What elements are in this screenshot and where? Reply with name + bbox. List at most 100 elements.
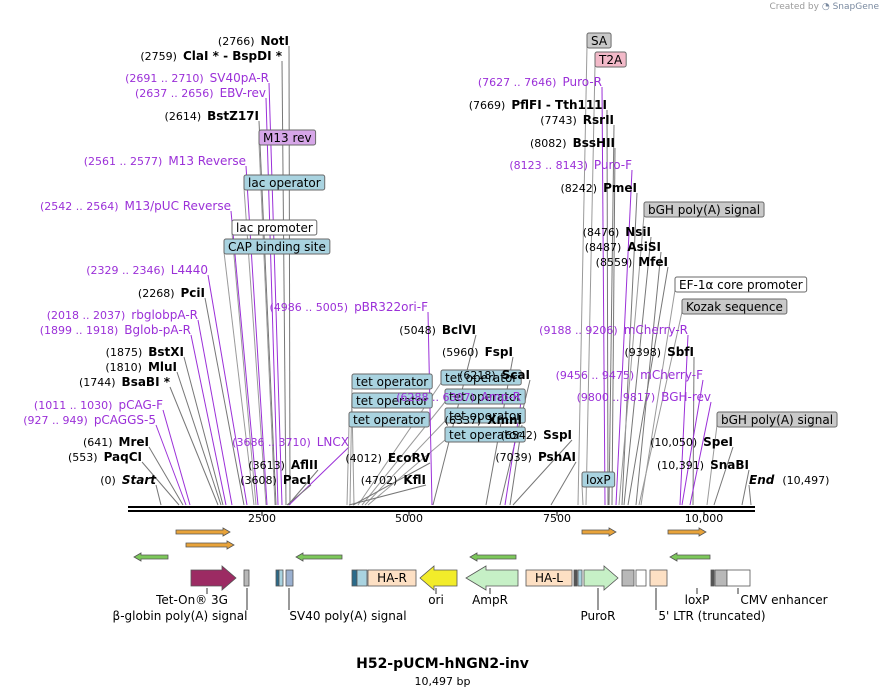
label-lac-promoter[interactable]: lac promoter	[231, 219, 318, 236]
label-bgh-poly-a-signal[interactable]: bGH poly(A) signal	[716, 411, 838, 428]
feature-tet-on-3g[interactable]	[190, 565, 237, 591]
feature-sv40-polya[interactable]	[285, 569, 294, 587]
orf-arrow-7[interactable]	[667, 527, 707, 537]
orf-arrow-1[interactable]	[175, 527, 231, 537]
label-lac-operator[interactable]: lac operator	[243, 174, 326, 191]
label-scai[interactable]: (6218)ScaI	[459, 368, 530, 382]
label-bglob-pa-r[interactable]: (1899 .. 1918)Bglob-pA-R	[40, 323, 191, 337]
label-tet-operator[interactable]: tet operator	[444, 388, 526, 405]
label-noti[interactable]: (2766)NotI	[218, 34, 289, 48]
label-m13-puc-reverse[interactable]: (2542 .. 2564)M13/pUC Reverse	[40, 199, 231, 213]
feature-name-ori[interactable]: ori	[428, 588, 444, 607]
feature-cmv-enhancer[interactable]	[726, 569, 751, 587]
feature-5ltr[interactable]	[649, 569, 668, 587]
feature-loxp-2[interactable]	[710, 569, 715, 587]
feature-ha-l[interactable]	[525, 569, 573, 587]
label-fspi[interactable]: (5960)FspI	[442, 345, 513, 359]
label-sv40pa-r[interactable]: (2691 .. 2710)SV40pA-R	[125, 71, 269, 85]
label-bsabi[interactable]: (1744)BsaBI *	[79, 375, 171, 389]
label-pcii[interactable]: (2268)PciI	[138, 286, 205, 300]
feature-name-globin-poly-a-signal[interactable]: β-globin poly(A) signal	[113, 588, 248, 623]
label-mlui[interactable]: (1810)MluI	[105, 360, 177, 374]
label-bstxi[interactable]: (1875)BstXI	[106, 345, 184, 359]
label-pcag-f[interactable]: (1011 .. 1030)pCAG-F	[34, 398, 163, 412]
label-kfli[interactable]: (4702)KflI	[361, 473, 426, 487]
orf-arrow-4[interactable]	[295, 552, 343, 562]
label-bsshii[interactable]: (8082)BssHII	[530, 136, 615, 150]
label-start[interactable]: (0)Start	[100, 473, 157, 487]
feature-small-1[interactable]	[275, 569, 280, 587]
feature-name-5-ltr-truncated[interactable]: 5' LTR (truncated)	[655, 588, 766, 623]
orf-arrow-8[interactable]	[669, 552, 711, 562]
feature-puror[interactable]	[583, 565, 619, 591]
label-paci[interactable]: (3608)PacI	[240, 473, 311, 487]
label-puro-f[interactable]: (8123 .. 8143)Puro-F	[509, 158, 632, 172]
label-end[interactable]: End(10,497)	[749, 473, 829, 487]
label-pshai[interactable]: (7039)PshAI	[495, 450, 576, 464]
label-m13-reverse[interactable]: (2561 .. 2577)M13 Reverse	[84, 154, 246, 168]
label-rsrii[interactable]: (7743)RsrII	[540, 113, 614, 127]
feature-bgh-polya-1[interactable]	[621, 569, 635, 587]
feature-small-3[interactable]	[577, 569, 583, 587]
label-t2a[interactable]: T2A	[594, 51, 627, 68]
feature-ampr[interactable]	[465, 565, 519, 591]
feature-name-puror[interactable]: PuroR	[581, 588, 616, 623]
label-loxp[interactable]: loxP	[581, 471, 616, 488]
label-pbr322ori-f[interactable]: (4986 .. 5005)pBR322ori-F	[270, 300, 429, 314]
label-ef-1-core-promoter[interactable]: EF-1α core promoter	[674, 276, 808, 293]
label-sa[interactable]: SA	[586, 32, 612, 49]
label-mrei[interactable]: (641)MreI	[83, 435, 149, 449]
feature-loxp-1[interactable]	[573, 569, 578, 587]
feature-tet-block-2[interactable]	[356, 569, 368, 587]
label-sspi[interactable]: (6542)SspI	[501, 428, 572, 442]
label-nsii[interactable]: (8476)NsiI	[583, 225, 651, 239]
label-mfei[interactable]: (8559)MfeI	[596, 255, 668, 269]
label-bstz17i[interactable]: (2614)BstZ17I	[165, 109, 259, 123]
label-tet-operator[interactable]: tet operator	[440, 369, 522, 386]
feature-name-ampr[interactable]: AmpR	[472, 588, 508, 607]
label-l4440[interactable]: (2329 .. 2346)L4440	[86, 263, 208, 277]
feature-bgh-polya-2[interactable]	[714, 569, 728, 587]
feature-beta-globin-polya[interactable]	[243, 569, 250, 587]
label-paqci[interactable]: (553)PaqCI	[68, 450, 142, 464]
label-xmni[interactable]: (6337)XmnI	[445, 413, 522, 427]
label-tet-operator[interactable]: tet operator	[348, 411, 430, 428]
orf-arrow-3[interactable]	[133, 552, 169, 562]
feature-ori[interactable]	[419, 565, 458, 591]
label-tet-operator[interactable]: tet operator	[444, 426, 526, 443]
label-bgh-rev[interactable]: (9800 .. 9817)BGH-rev	[577, 390, 711, 404]
label-tet-operator[interactable]: tet operator	[351, 392, 433, 409]
feature-ha-r[interactable]	[367, 569, 417, 587]
label-amp-r[interactable]: (6288 .. 6307)Amp-R	[396, 390, 521, 404]
label-puro-r[interactable]: (7627 .. 7646)Puro-R	[478, 75, 602, 89]
label-clai-bspdi[interactable]: (2759)ClaI * - BspDI *	[140, 49, 282, 63]
label-mcherry-f[interactable]: (9456 .. 9475)mCherry-F	[556, 368, 703, 382]
feature-name-tet-on-3g[interactable]: Tet-On® 3G	[155, 588, 228, 607]
label-rbglobpa-r[interactable]: (2018 .. 2037)rbglobpA-R	[47, 308, 198, 322]
feature-ef1a[interactable]	[635, 569, 647, 587]
label-cap-binding-site[interactable]: CAP binding site	[223, 238, 331, 255]
label-pflfi-tth111i[interactable]: (7669)PflFI - Tth111I	[469, 98, 607, 112]
label-ebv-rev[interactable]: (2637 .. 2656)EBV-rev	[135, 86, 266, 100]
label-snabi[interactable]: (10,391)SnaBI	[657, 458, 749, 472]
label-ecorv[interactable]: (4012)EcoRV	[345, 451, 430, 465]
feature-tet-block-1[interactable]	[351, 569, 358, 587]
label-bclvi[interactable]: (5048)BclVI	[399, 323, 476, 337]
label-sbfi[interactable]: (9398)SbfI	[625, 345, 695, 359]
feature-name-loxp[interactable]: loxP	[685, 588, 710, 607]
label-spei[interactable]: (10,050)SpeI	[650, 435, 733, 449]
label-mcherry-r[interactable]: (9188 .. 9206)mCherry-R	[539, 323, 688, 337]
label-aflii[interactable]: (3613)AflII	[248, 458, 318, 472]
label-tet-operator[interactable]: tet operator	[351, 373, 433, 390]
label-pcaggs-5[interactable]: (927 .. 949)pCAGGS-5	[23, 413, 156, 427]
label-pmei[interactable]: (8242)PmeI	[561, 181, 637, 195]
label-tet-operator[interactable]: tet operator	[444, 407, 526, 424]
orf-arrow-5[interactable]	[469, 552, 517, 562]
label-kozak-sequence[interactable]: Kozak sequence	[681, 298, 788, 315]
label-lncx[interactable]: (3686 .. 3710)LNCX	[232, 435, 349, 449]
label-m13-rev[interactable]: M13 rev	[258, 129, 317, 146]
feature-name-sv40-poly-a-signal[interactable]: SV40 poly(A) signal	[288, 588, 407, 623]
feature-small-2[interactable]	[278, 569, 284, 587]
label-bgh-poly-a-signal[interactable]: bGH poly(A) signal	[643, 201, 765, 218]
orf-arrow-2[interactable]	[185, 540, 235, 550]
